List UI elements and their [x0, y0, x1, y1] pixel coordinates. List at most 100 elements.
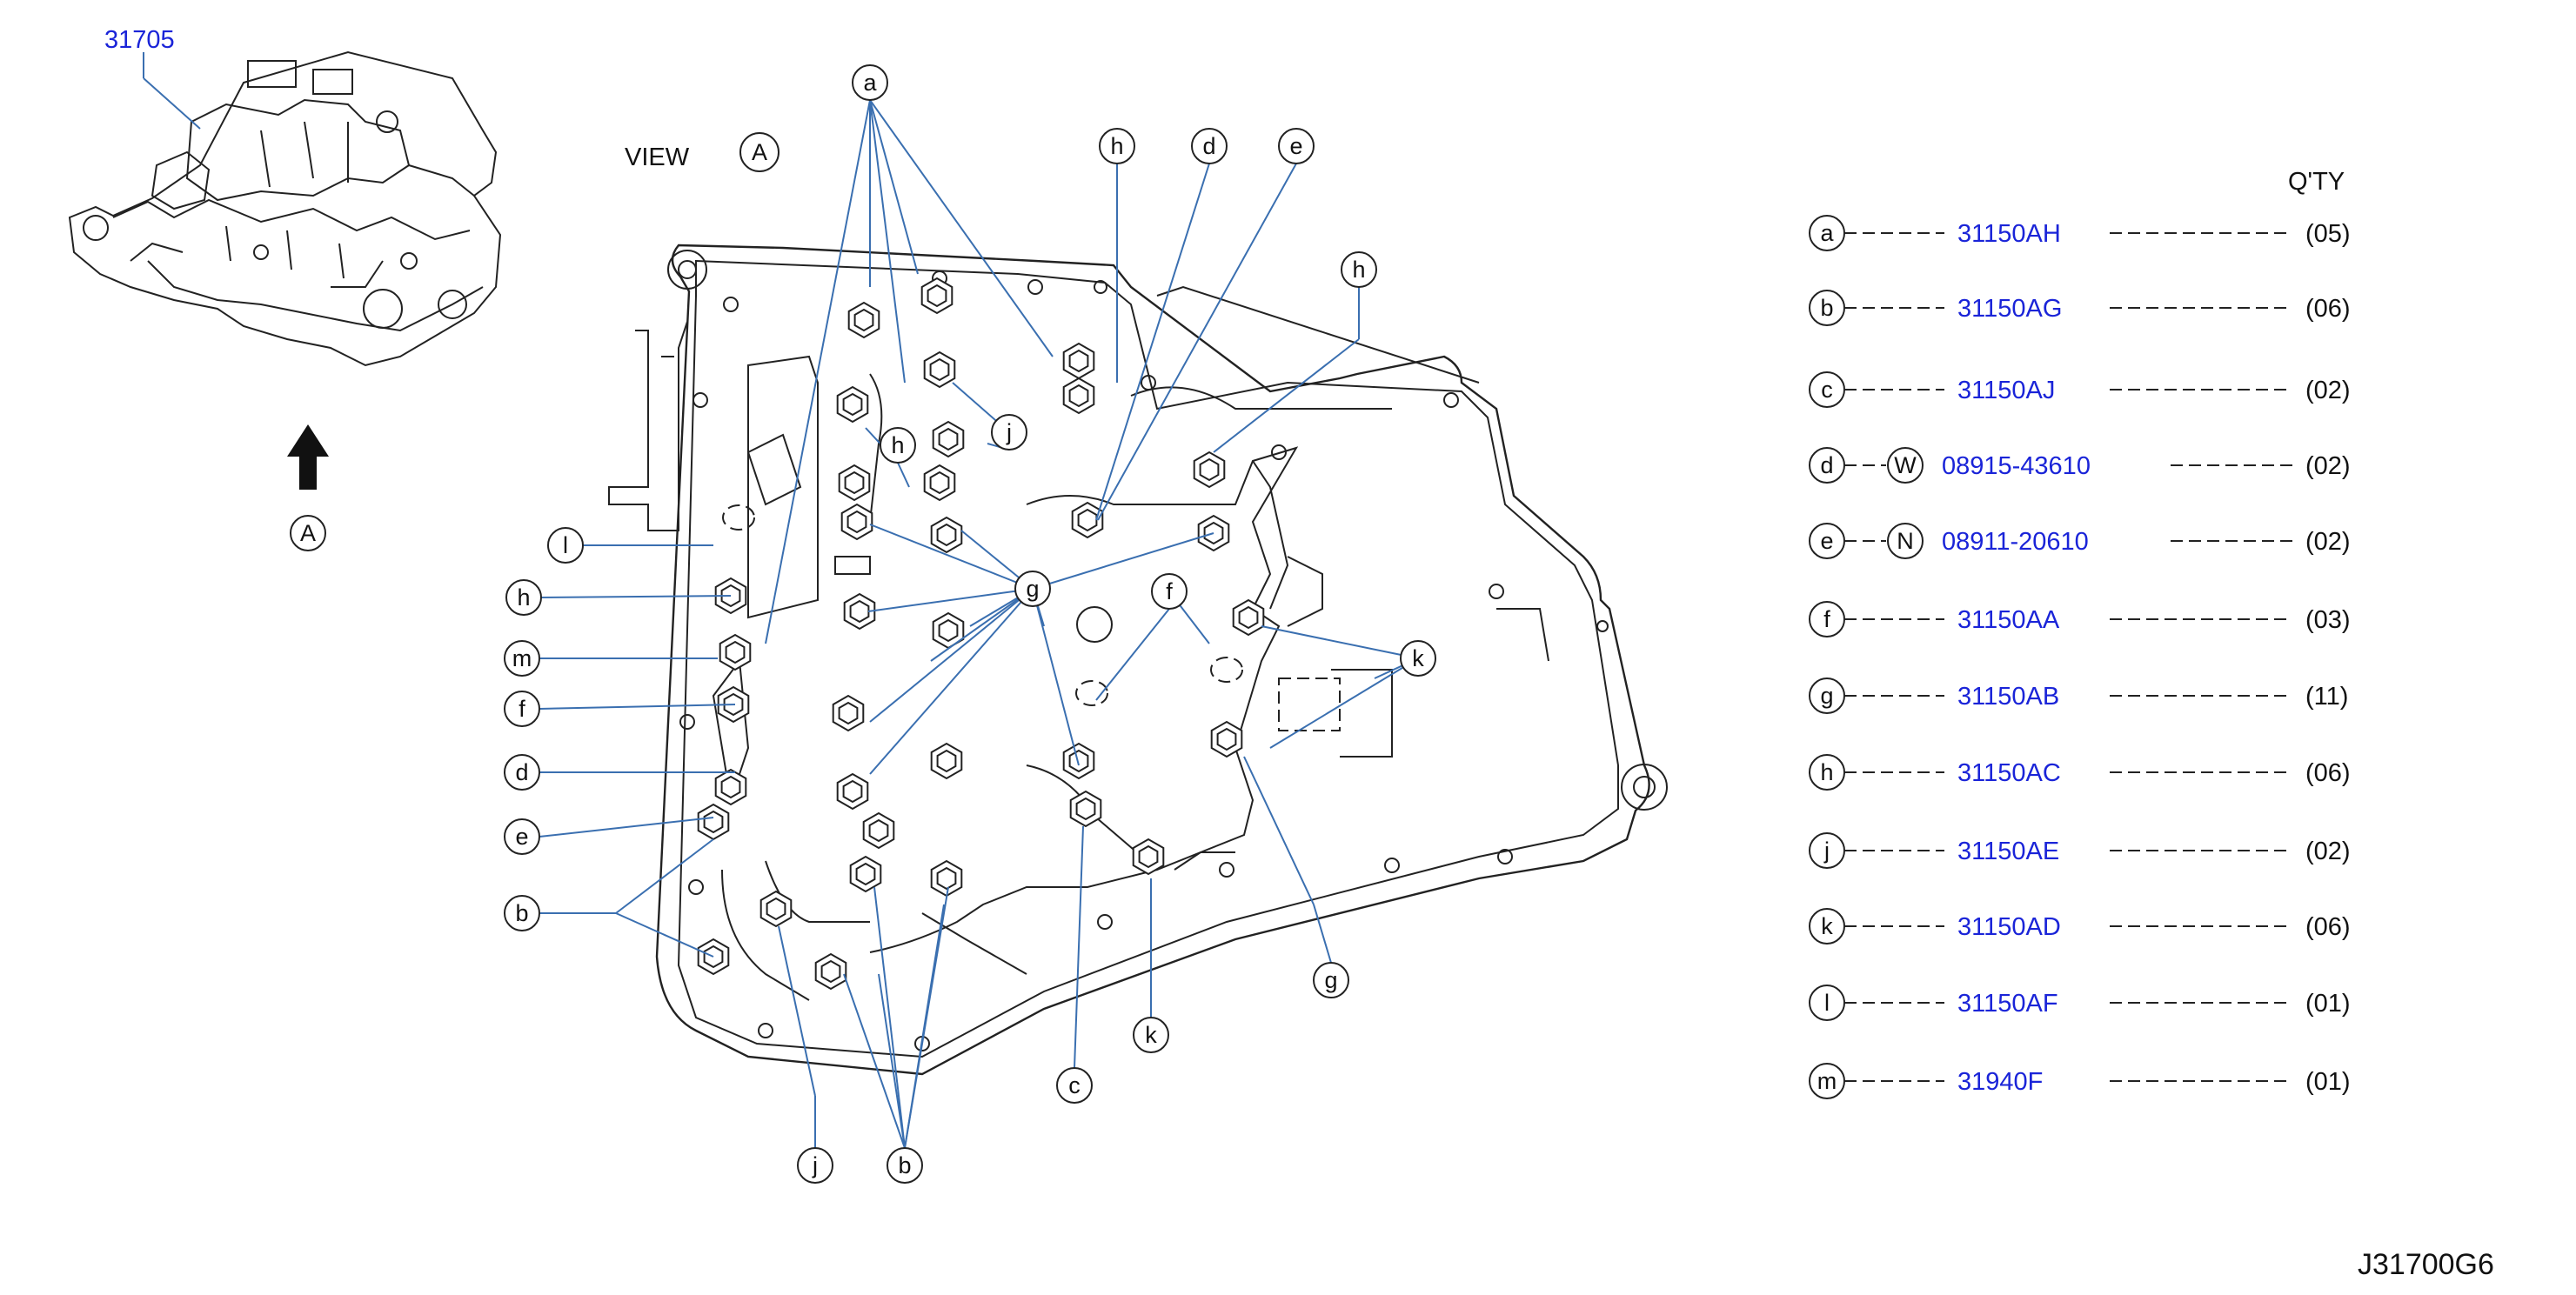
- assembly-part-number[interactable]: 31705: [104, 26, 175, 54]
- legend-key: d: [1820, 452, 1833, 478]
- leader-line: [1032, 588, 1080, 766]
- callout-bubble: [1191, 128, 1228, 164]
- leader-line: [869, 588, 1034, 723]
- callout-label: h: [1352, 257, 1365, 283]
- legend-part-number[interactable]: 31150AH: [1957, 220, 2061, 248]
- leader-line: [869, 99, 919, 275]
- view-marker-label: A: [752, 139, 767, 165]
- bolt-head-inner-icon: [938, 427, 959, 451]
- leader-line: [930, 588, 1034, 662]
- bolt-head-inner-icon: [846, 510, 867, 534]
- legend-prefix: W: [1894, 452, 1917, 478]
- callout-label: b: [515, 900, 528, 926]
- legend-key: j: [1823, 838, 1830, 864]
- callout-bubble: [852, 64, 888, 101]
- callout-bubble: [797, 1147, 833, 1184]
- legend-part-number[interactable]: 31150AC: [1957, 759, 2061, 787]
- callout-bubble: [504, 895, 540, 931]
- legend-row-j: j 31150AE (02): [1809, 832, 2351, 869]
- leader-line: [1243, 756, 1315, 905]
- callout-bubble: [887, 1147, 923, 1184]
- leader-line: [1074, 825, 1084, 1069]
- legend-part-number[interactable]: 31150AD: [1957, 913, 2061, 941]
- bolt-head-inner-icon: [1068, 749, 1089, 773]
- bolt-head-inner-icon: [838, 701, 859, 725]
- callout-bubble: [1278, 128, 1315, 164]
- bolt-head-inner-icon: [1199, 457, 1220, 482]
- callout-bubble: [1341, 251, 1377, 288]
- bolt-head-inner-icon: [849, 599, 870, 624]
- legend-prefix-circle: [1887, 447, 1924, 484]
- legend-qty: (06): [2305, 759, 2351, 787]
- callout-label: j: [812, 1152, 818, 1178]
- leader-lines: [539, 99, 1419, 1149]
- leader-line: [1313, 904, 1332, 964]
- bolt-head-inner-icon: [766, 897, 786, 921]
- bolt-head-inner-icon: [927, 284, 947, 308]
- legend-part-number[interactable]: 31150AG: [1957, 295, 2062, 323]
- leader-line: [867, 588, 1034, 612]
- view-arrow-marker-label: A: [300, 520, 316, 546]
- legend-qty: (02): [2305, 528, 2351, 556]
- leader-line: [539, 817, 714, 838]
- callout-bubble: [547, 527, 584, 564]
- legend-part-number[interactable]: 31150AJ: [1957, 377, 2055, 404]
- view-arrow-marker: [290, 515, 326, 551]
- bolt-heads: [697, 277, 1265, 991]
- legend-key: m: [1817, 1068, 1837, 1094]
- legend-part-number[interactable]: 08915-43610: [1942, 452, 2091, 480]
- assembly-leader-line: [143, 77, 201, 130]
- leader-line: [615, 838, 714, 914]
- legend-qty: (02): [2305, 838, 2351, 865]
- bolt-head-inner-icon: [1068, 349, 1089, 373]
- callout-bubble: [504, 818, 540, 855]
- callout-label: h: [517, 584, 530, 611]
- callout-bubble: [991, 414, 1027, 451]
- callout-label: a: [863, 70, 877, 96]
- leader-line: [869, 99, 906, 384]
- callout-bubble: [1056, 1067, 1093, 1104]
- legend-part-number[interactable]: 31150AE: [1957, 838, 2059, 865]
- leader-line: [539, 704, 736, 710]
- callout-label: l: [563, 532, 568, 558]
- leader-line: [873, 886, 906, 1149]
- leader-line: [539, 595, 732, 598]
- legend-part-number[interactable]: 31940F: [1957, 1068, 2043, 1096]
- view-label: VIEW: [625, 144, 690, 171]
- callout-label: e: [1289, 133, 1302, 159]
- legend-qty: (02): [2305, 377, 2351, 404]
- callout-label: f: [1166, 578, 1173, 604]
- bolt-head-inner-icon: [725, 640, 746, 664]
- bolt-head-inner-icon: [1238, 605, 1259, 630]
- bolt-head-inner-icon: [703, 810, 724, 834]
- bolt-head-inner-icon: [820, 959, 841, 984]
- bolt-head-inner-icon: [844, 471, 865, 495]
- legend-part-number[interactable]: 31150AA: [1957, 606, 2060, 634]
- legend-qty: (06): [2305, 913, 2351, 941]
- legend-part-number[interactable]: 08911-20610: [1942, 528, 2089, 556]
- legend-part-number[interactable]: 31150AB: [1957, 683, 2059, 711]
- callout-label: c: [1068, 1072, 1081, 1098]
- callout-bubble: [505, 579, 542, 616]
- bolt-head-inner-icon: [853, 308, 874, 332]
- bolt-head-inner-icon: [842, 779, 863, 804]
- legend-key: l: [1824, 990, 1830, 1016]
- bolt-head-inner-icon: [855, 862, 876, 886]
- leader-line: [615, 912, 714, 958]
- leader-line: [1213, 338, 1360, 453]
- legend-qty: (05): [2305, 220, 2351, 248]
- legend-key: c: [1821, 377, 1833, 403]
- bolt-head-inner-icon: [842, 392, 863, 417]
- bolt-head-inner-icon: [868, 818, 889, 843]
- legend-part-number[interactable]: 31150AF: [1957, 990, 2058, 1018]
